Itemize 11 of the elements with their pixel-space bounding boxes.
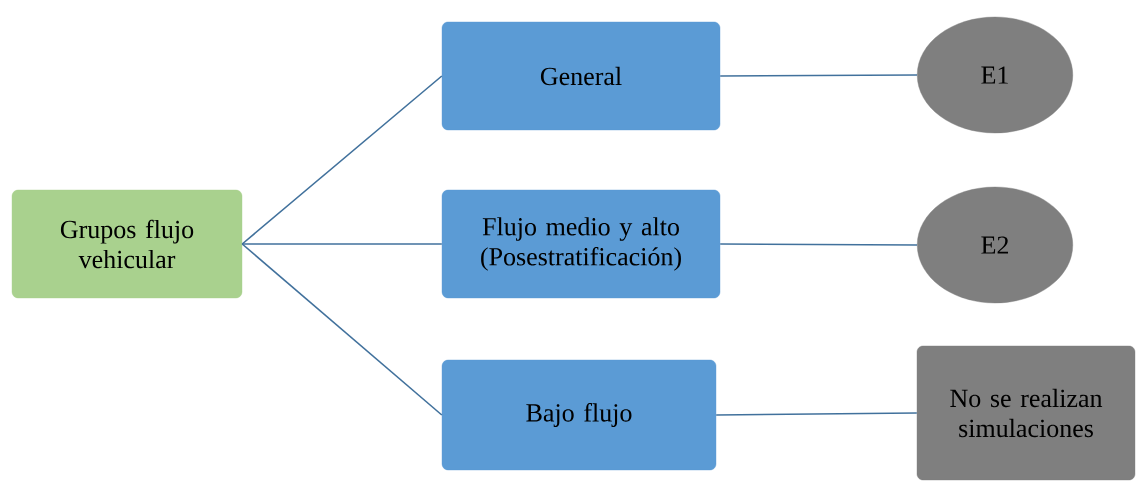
group-box: General [441,21,721,131]
connector-line [719,74,918,77]
connector-line [715,412,918,416]
category-box: Grupos flujo vehicular [11,189,243,299]
group-box: Flujo medio y alto (Posestratificación) [441,189,721,299]
connector-line [719,243,918,246]
group-box: Bajo flujo [441,359,717,471]
connector-line [241,75,443,245]
connector-line [241,243,443,245]
result-box: No se realizan simulaciones [916,345,1136,481]
connector-line [241,243,443,416]
